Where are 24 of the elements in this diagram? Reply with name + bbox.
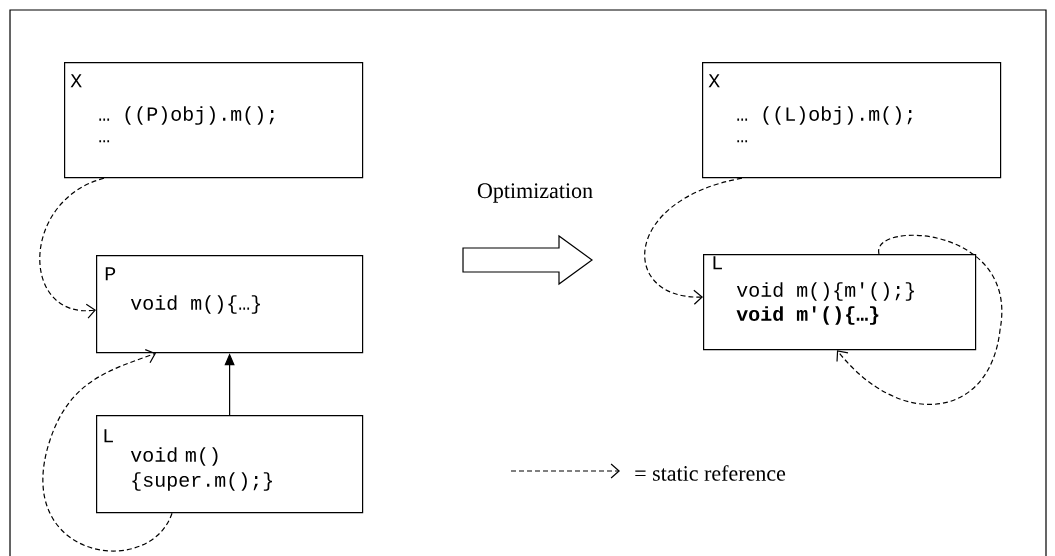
class-box [96, 255, 364, 354]
code-text: void m'(){…} [736, 306, 879, 325]
code-text: … [99, 140, 110, 143]
code-text: L [104, 429, 113, 443]
code-text: … ((P)obj).m(); [99, 106, 274, 125]
code-text: void m(){…} [130, 295, 260, 314]
class-box [96, 415, 364, 514]
class-box [64, 62, 364, 179]
legend-text: = static reference [635, 465, 786, 481]
class-box [703, 254, 977, 351]
code-text: L [713, 256, 722, 270]
code-text: … [737, 140, 748, 143]
code-text: void m() {super.m();} [130, 447, 272, 491]
code-text: X [70, 74, 82, 88]
code-text: P [105, 267, 116, 281]
arrow [43, 349, 173, 552]
code-text: void m(){m'();} [736, 282, 914, 301]
code-text: X [708, 74, 720, 88]
arrow [39, 177, 105, 319]
code-text: … ((L)obj).m(); [737, 106, 912, 125]
caption-text: Optimization [477, 183, 593, 203]
arrow [644, 177, 743, 305]
class-box [702, 62, 1002, 179]
arrow [836, 234, 1003, 405]
